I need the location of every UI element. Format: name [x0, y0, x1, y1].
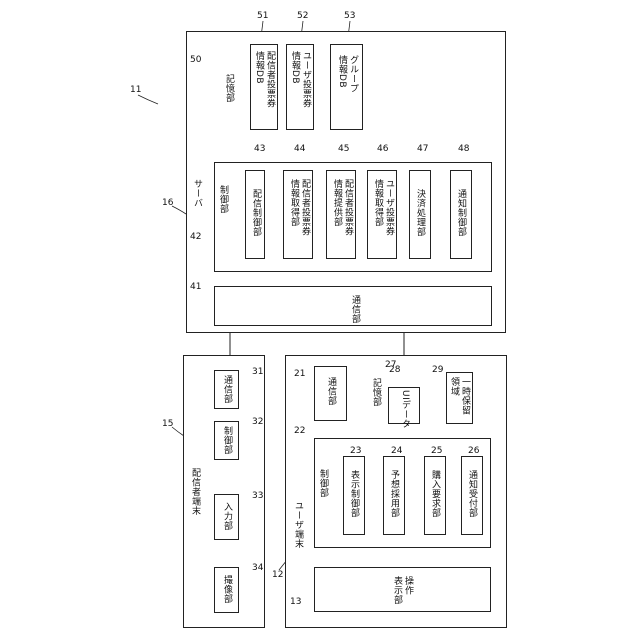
- control-unit-46-ref: 46: [377, 145, 388, 154]
- storage-db-53-label: グループ 情報DB: [336, 55, 358, 93]
- user-control-unit-24-label: 予想採用部: [388, 470, 399, 518]
- distributor-unit-31-label: 通信部: [221, 375, 232, 404]
- user-control-label: 制御部: [317, 469, 328, 498]
- user-storage-temp-area-label: 一時保留 領域: [448, 377, 470, 415]
- user-comm-label: 通信部: [325, 377, 336, 406]
- storage-db-51-label: 配信者投票券 情報DB: [253, 51, 275, 108]
- user-comm-ref-number: 21: [294, 370, 305, 379]
- control-unit-48: 通知制御部: [450, 170, 472, 259]
- control-unit-43-label: 配信制御部: [250, 189, 261, 237]
- distributor-unit-33: 入力部: [214, 494, 239, 540]
- user-control-unit-24-ref: 24: [391, 447, 402, 456]
- distributor-unit-34: 撮像部: [214, 567, 239, 613]
- control-unit-44: 配信者投票券 情報取得部: [283, 170, 313, 259]
- user-control-unit-24: 予想採用部: [383, 456, 405, 535]
- server-storage-label: 記憶部: [223, 74, 234, 103]
- user-control-unit-23-ref: 23: [350, 447, 361, 456]
- user-display-box: 操作 表示部: [314, 567, 491, 612]
- distributor-unit-33-label: 入力部: [221, 502, 232, 531]
- server-comm-box: 通信部: [214, 286, 492, 326]
- distributor-unit-31-ref: 31: [252, 368, 263, 377]
- user-terminal-ref-number: 12: [272, 571, 283, 580]
- control-unit-45-ref: 45: [338, 145, 349, 154]
- distributor-terminal-label: 配信者端末: [189, 468, 200, 516]
- user-control-unit-25-ref: 25: [431, 447, 442, 456]
- control-unit-43-ref: 43: [254, 145, 265, 154]
- server-comm-ref-number: 41: [190, 283, 201, 292]
- control-unit-48-ref: 48: [458, 145, 469, 154]
- control-unit-43: 配信制御部: [245, 170, 265, 259]
- distributor-unit-34-label: 撮像部: [221, 575, 232, 604]
- control-unit-45-label: 配信者投票券 情報提供部: [331, 179, 353, 236]
- control-unit-46: ユーザ投票券 情報取得部: [367, 170, 397, 259]
- user-storage-label: 記憶部: [370, 378, 381, 407]
- distributor-unit-33-ref: 33: [252, 492, 263, 501]
- distributor-unit-31: 通信部: [214, 370, 239, 409]
- distributor-unit-32: 制御部: [214, 421, 239, 460]
- server-label: サーバ: [191, 179, 202, 208]
- distributor-unit-32-label: 制御部: [221, 426, 232, 455]
- distributor-unit-32-ref: 32: [252, 418, 263, 427]
- user-storage-temp-area: 一時保留 領域: [446, 372, 473, 424]
- control-unit-44-label: 配信者投票券 情報取得部: [288, 179, 310, 236]
- control-unit-47-ref: 47: [417, 145, 428, 154]
- control-unit-48-label: 通知制御部: [455, 189, 466, 237]
- control-unit-47-label: 決済処理部: [414, 189, 425, 237]
- storage-db-53-ref: 53: [344, 12, 355, 21]
- server-ref-number: 11: [130, 86, 141, 95]
- distributor-ref-number: 15: [162, 420, 173, 429]
- user-comm-box: 通信部: [314, 366, 347, 421]
- user-display-label: 操作 表示部: [391, 576, 413, 605]
- user-control-unit-26: 通知受付部: [461, 456, 483, 535]
- storage-db-52-ref: 52: [297, 12, 308, 21]
- storage-db-53: グループ 情報DB: [330, 44, 363, 130]
- user-control-unit-25: 購入要求部: [424, 456, 446, 535]
- user-storage-temp-ref: 29: [432, 366, 443, 375]
- control-unit-44-ref: 44: [294, 145, 305, 154]
- control-unit-45: 配信者投票券 情報提供部: [326, 170, 356, 259]
- control-unit-47: 決済処理部: [409, 170, 431, 259]
- storage-db-51-ref: 51: [257, 12, 268, 21]
- user-storage-ui-data: UIデータ: [388, 387, 420, 424]
- server-storage-ref-number: 50: [190, 56, 201, 65]
- server-box-ref-number: 16: [162, 199, 173, 208]
- user-control-ref-number: 22: [294, 427, 305, 436]
- server-control-label: 制御部: [217, 185, 228, 214]
- user-control-unit-26-ref: 26: [468, 447, 479, 456]
- user-display-ref-number: 13: [290, 598, 301, 607]
- user-control-unit-23: 表示制御部: [343, 456, 365, 535]
- storage-db-52-label: ユーザ投票券 情報DB: [289, 51, 311, 108]
- user-control-unit-23-label: 表示制御部: [348, 470, 359, 518]
- server-comm-label: 通信部: [349, 295, 360, 324]
- user-terminal-label: ユーザ端末: [292, 501, 303, 549]
- server-control-ref-number: 42: [190, 233, 201, 242]
- user-storage-ui-ref: 28: [389, 366, 400, 375]
- storage-db-51: 配信者投票券 情報DB: [250, 44, 278, 130]
- user-storage-ui-data-label: UIデータ: [399, 390, 410, 429]
- distributor-unit-34-ref: 34: [252, 564, 263, 573]
- control-unit-46-label: ユーザ投票券 情報取得部: [372, 179, 394, 236]
- user-control-unit-26-label: 通知受付部: [466, 470, 477, 518]
- user-control-unit-25-label: 購入要求部: [429, 470, 440, 518]
- storage-db-52: ユーザ投票券 情報DB: [286, 44, 314, 130]
